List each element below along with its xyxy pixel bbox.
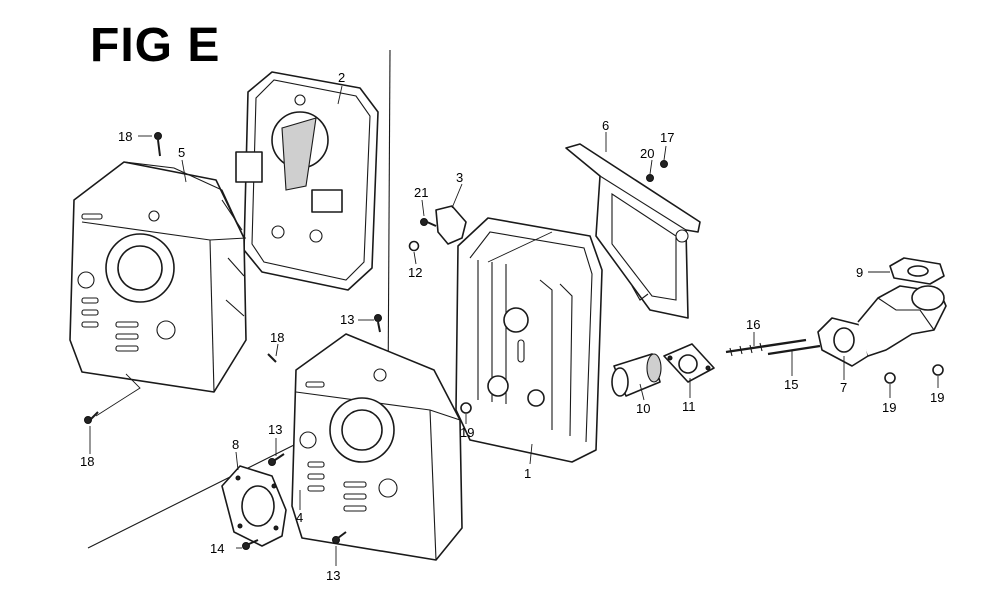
callout-18-top: 18: [118, 129, 132, 144]
callout-19-muffler: 19: [460, 425, 474, 440]
fastener-nut-19-muffler: [460, 402, 472, 414]
callout-16: 16: [746, 317, 760, 332]
callout-12: 12: [408, 265, 422, 280]
callout-1: 1: [524, 466, 531, 481]
fastener-nut-19-right: [932, 364, 944, 376]
callout-17: 17: [660, 130, 674, 145]
callout-4: 4: [296, 510, 303, 525]
callout-11: 11: [682, 399, 696, 414]
part-6-muffler-plate: [565, 143, 701, 319]
part-1-muffler: [455, 217, 603, 463]
part-11-gasket: [663, 343, 715, 383]
fastener-screw-17: [660, 160, 668, 168]
callout-21: 21: [414, 185, 428, 200]
fastener-screw-14: [242, 539, 259, 550]
fastener-nut-12: [408, 240, 420, 252]
fastener-nut-19-pipe: [884, 372, 896, 384]
figure-title: FIG E: [90, 19, 221, 72]
callout-18-bottom: 18: [80, 454, 94, 469]
callout-15: 15: [784, 377, 798, 392]
fastener-screw-13-bottom: [332, 531, 347, 544]
part-8-exhaust-cover: [221, 465, 287, 547]
callout-20: 20: [640, 146, 654, 161]
fastener-screw-13-left: [268, 453, 285, 466]
fastener-bolt-21: [420, 218, 437, 227]
fastener-screw-18-right: [267, 353, 277, 363]
part-15-stud-bolt: [767, 344, 821, 356]
part-5-heat-shield-upper: [69, 161, 247, 393]
section-divider-vertical: [387, 49, 391, 399]
callout-5: 5: [178, 145, 185, 160]
fastener-screw-13-top: [374, 314, 382, 333]
callout-10: 10: [636, 401, 650, 416]
fastener-screw-18-bottom: [84, 411, 99, 424]
callout-13-left: 13: [268, 422, 282, 437]
part-4-heat-shield-lower: [291, 333, 463, 561]
leader-lines: [89, 85, 939, 566]
callout-9: 9: [856, 265, 863, 280]
part-7-exhaust-pipe: [817, 285, 947, 367]
callout-18-right: 18: [270, 330, 284, 345]
part-10-spark-arrester: [611, 353, 662, 397]
callout-8: 8: [232, 437, 239, 452]
callout-19-right: 19: [930, 390, 944, 405]
fastener-screw-18-top: [154, 132, 162, 157]
callout-13-top: 13: [340, 312, 354, 327]
callout-19-pipe: 19: [882, 400, 896, 415]
part-16-stud-bolt: [725, 338, 807, 357]
callout-6: 6: [602, 118, 609, 133]
callout-13-bottom: 13: [326, 568, 340, 583]
part-9-gasket: [889, 257, 945, 285]
callout-3: 3: [456, 170, 463, 185]
fastener-screw-20: [646, 174, 654, 182]
callout-7: 7: [840, 380, 847, 395]
callout-14: 14: [210, 541, 224, 556]
callout-2: 2: [338, 70, 345, 85]
part-3-bracket: [435, 205, 467, 245]
part-2-muffler-protector-back: [235, 71, 379, 291]
